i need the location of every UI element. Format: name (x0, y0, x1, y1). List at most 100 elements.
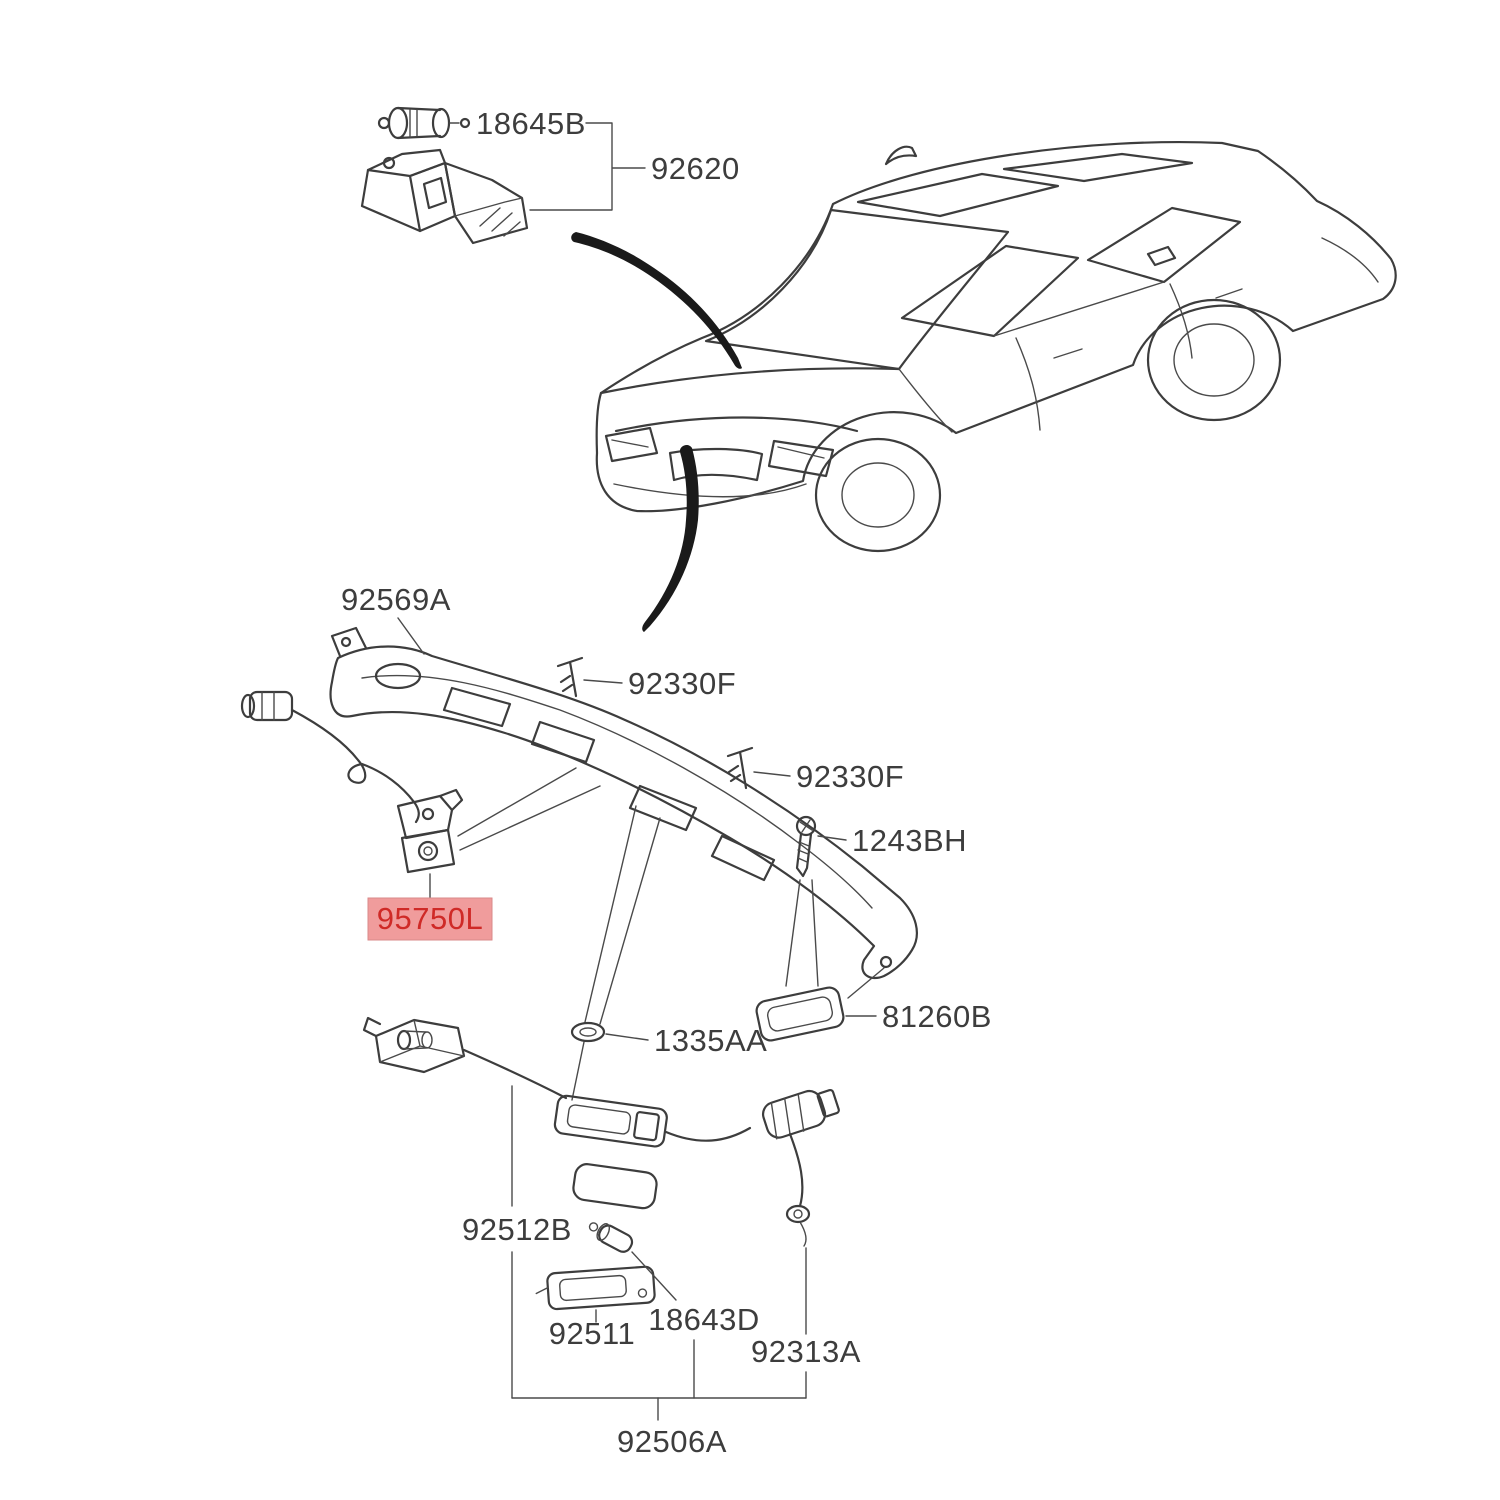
bulb-18643D-leader (631, 1251, 677, 1301)
car-front-door-seam (1169, 283, 1193, 359)
clip-1-leader (583, 679, 623, 684)
camera-connector-cap (240, 693, 256, 719)
lower-socket-tab (362, 1016, 382, 1038)
car-rear-wheel (814, 437, 942, 553)
lamp-pad (572, 1163, 658, 1210)
lamp-housing-lens (566, 1104, 632, 1135)
bulb-right-cap (431, 107, 451, 139)
bottom-group-bracket: 92512B 92511 18643D 92313A 92506A (462, 1085, 861, 1459)
screw-threads (797, 841, 810, 863)
bulb-segment-lines (409, 109, 418, 138)
car-rear-door-handle (1053, 348, 1083, 359)
bulb-nub (377, 116, 391, 130)
car-beltline (599, 367, 901, 395)
camera-body (400, 828, 456, 874)
lamp-unit-lens (559, 1274, 627, 1302)
camera-connector (248, 690, 294, 722)
clip-2-drawing (726, 746, 754, 790)
camera-bracket (396, 794, 454, 840)
garnish-end-tab (330, 626, 368, 658)
camera-lens-inner (423, 846, 433, 856)
car-rear-door-seam (1015, 337, 1041, 431)
license-lamp-body (755, 986, 845, 1042)
car-front-door-window (1086, 206, 1242, 284)
socket-lens-edge (454, 197, 523, 217)
car-quarter-crease (898, 368, 953, 433)
bulb-left-cap (387, 106, 409, 140)
car-taillight-right-line (777, 446, 825, 459)
garnish-cutout-3 (628, 784, 698, 832)
car-front-wheel (1146, 298, 1282, 422)
bulb-body (396, 106, 442, 140)
part-label-81260B: 81260B (882, 999, 992, 1034)
camera-connector-lines (261, 691, 275, 721)
car-taillight-right (767, 439, 835, 478)
harness-tail-hook (799, 1221, 807, 1247)
clip-2-leader (753, 771, 791, 777)
lower-socket-bulb-end (421, 1031, 433, 1049)
part-label-92313A: 92313A (751, 1334, 861, 1369)
harness-tail-fitting (785, 1204, 811, 1224)
lamp-unit-screw-boss (637, 1288, 648, 1298)
lower-socket-bulb-body (403, 1030, 427, 1050)
garnish-cutout-1 (442, 686, 512, 728)
camera-bracket-hole (421, 807, 435, 821)
car-mirror (1146, 245, 1177, 267)
camera-bracket-tab (438, 788, 464, 812)
garnish-inner-ridge (361, 674, 873, 909)
harness-tail-wire (788, 1132, 804, 1208)
socket-tab-hole (382, 156, 396, 170)
small-bulb-nub (588, 1222, 599, 1232)
connector-tape-lines (770, 1094, 805, 1140)
camera-placement-lines (457, 767, 601, 851)
small-bulb-cap (596, 1223, 611, 1242)
clip-2: 92330F (726, 746, 904, 794)
part-label-92506A: 92506A (617, 1424, 727, 1459)
trunk-garnish: 92569A (329, 582, 918, 980)
socket-top-tab (366, 148, 447, 178)
grommet: 1335AA (570, 805, 767, 1101)
license-lamp-lens (766, 996, 834, 1032)
connector-plug (816, 1088, 840, 1118)
license-lamp: 81260B (755, 967, 992, 1042)
car-front-door-handle (1215, 288, 1243, 299)
socket-lens-hatch (479, 207, 521, 237)
garnish-leader (397, 617, 425, 655)
garnish-cutout-2 (530, 720, 596, 764)
car-trunk-cutline (614, 416, 859, 433)
car-antenna-fin (884, 145, 918, 166)
screw-slot (799, 819, 813, 833)
screw: 1243BH (785, 815, 967, 987)
garnish-foot-hole (879, 955, 893, 969)
car-front-wheel-rim (1173, 323, 1255, 397)
camera-lens (417, 840, 439, 862)
part-label-1243BH: 1243BH (852, 823, 967, 858)
garnish-tab-hole (340, 636, 352, 648)
car-drawing (595, 140, 1397, 553)
screw-to-lamp-lines (785, 879, 819, 987)
garnish-cutout-4 (710, 834, 776, 882)
backup-camera: 95750L (240, 690, 601, 941)
grommet-body (570, 1021, 606, 1043)
lamp-housing (553, 1094, 668, 1148)
part-label-1335AA: 1335AA (654, 1023, 767, 1058)
part-label-92330F-1: 92330F (628, 666, 736, 701)
group-bracket-92620 (529, 122, 646, 211)
lower-lamp-assembly (362, 1016, 840, 1311)
part-label-92512B: 92512B (462, 1212, 572, 1247)
harness-tail-hole (793, 1209, 803, 1219)
clip-1-drawing (556, 656, 584, 698)
car-taillight-left-line (611, 439, 649, 448)
part-label-18645B: 18645B (476, 106, 586, 141)
lamp-unit-body (546, 1265, 656, 1311)
car-bumper-crease (613, 483, 807, 498)
part-label-18643D: 18643D (648, 1302, 760, 1337)
location-arrow-bottom (642, 445, 699, 632)
lamp-housing-connector (633, 1111, 660, 1142)
wrapped-connector (761, 1089, 827, 1139)
grommet-placement-lines (571, 805, 661, 1101)
lamp-unit-tab (535, 1286, 549, 1295)
garnish-outline (329, 645, 918, 980)
harness-wire-left (462, 1048, 568, 1100)
